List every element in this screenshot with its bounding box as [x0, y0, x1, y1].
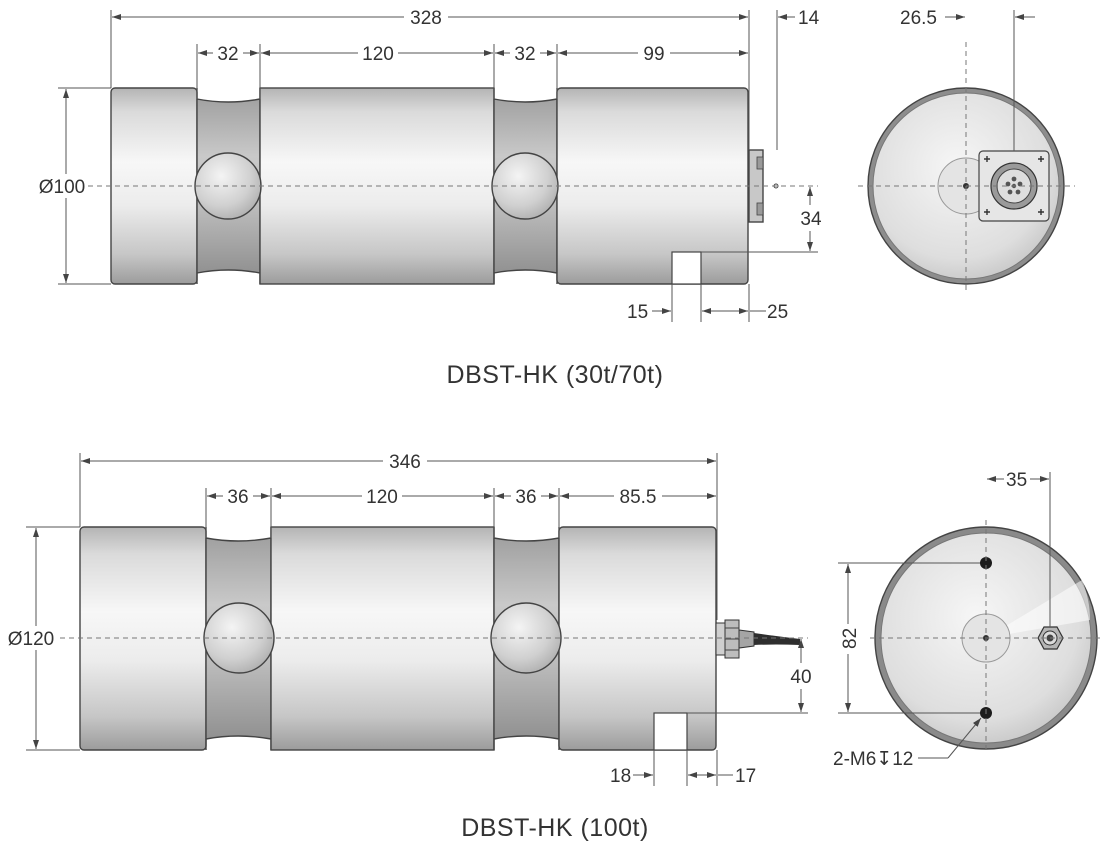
mounting-slot	[653, 712, 688, 751]
pin-hole-right	[490, 602, 562, 674]
dim-hole-offset: 40	[790, 667, 811, 688]
side-view-100t	[60, 526, 808, 751]
dim-groove-2: 32	[514, 44, 535, 65]
dim-overall-length: 346	[389, 452, 421, 473]
dim-slot-width: 18	[610, 766, 631, 787]
dim-end-section: 99	[643, 44, 664, 65]
caption-100t: DBST-HK (100t)	[461, 814, 649, 842]
dim-overall-length: 328	[410, 8, 442, 29]
dim-hole-offset: 34	[800, 209, 822, 230]
side-view-30t-70t	[88, 87, 818, 285]
dim-groove-2: 36	[515, 487, 536, 508]
thread-callout: 2-M6↧12	[833, 749, 913, 770]
dim-slot-to-end: 17	[735, 766, 756, 787]
dim-end-section: 85.5	[620, 487, 657, 508]
dim-between-grooves: 120	[366, 487, 398, 508]
dim-groove-1: 32	[217, 44, 238, 65]
cable-gland	[715, 619, 800, 659]
end-view-30t-70t: 26.5	[858, 8, 1075, 292]
dim-hole-spacing: 82	[840, 628, 861, 649]
dim-between-grooves: 120	[362, 44, 394, 65]
threaded-hole-top	[980, 557, 992, 569]
dim-slot-width: 15	[627, 302, 648, 323]
dimensions-30t-70t: 328 14 32 120 32 99 Ø100 34	[36, 4, 824, 323]
dimensions-100t: 346 36 120 36 85.5 Ø120 40 18 17	[5, 449, 815, 787]
dim-groove-1: 36	[227, 487, 248, 508]
dim-gland-offset: 35	[1006, 470, 1027, 491]
mounting-slot	[671, 251, 702, 285]
caption-30t-70t: DBST-HK (30t/70t)	[447, 361, 664, 389]
dim-connector-offset: 26.5	[900, 8, 937, 29]
dim-diameter: Ø100	[39, 177, 85, 198]
connector-screw-bottom	[756, 202, 764, 216]
end-view-100t: 82 35 2-M6↧12	[833, 470, 1103, 770]
connector-screw-top	[756, 156, 764, 170]
dim-connector-length: 14	[798, 8, 820, 29]
dim-diameter: Ø120	[8, 629, 54, 650]
dim-slot-to-end: 25	[767, 302, 788, 323]
